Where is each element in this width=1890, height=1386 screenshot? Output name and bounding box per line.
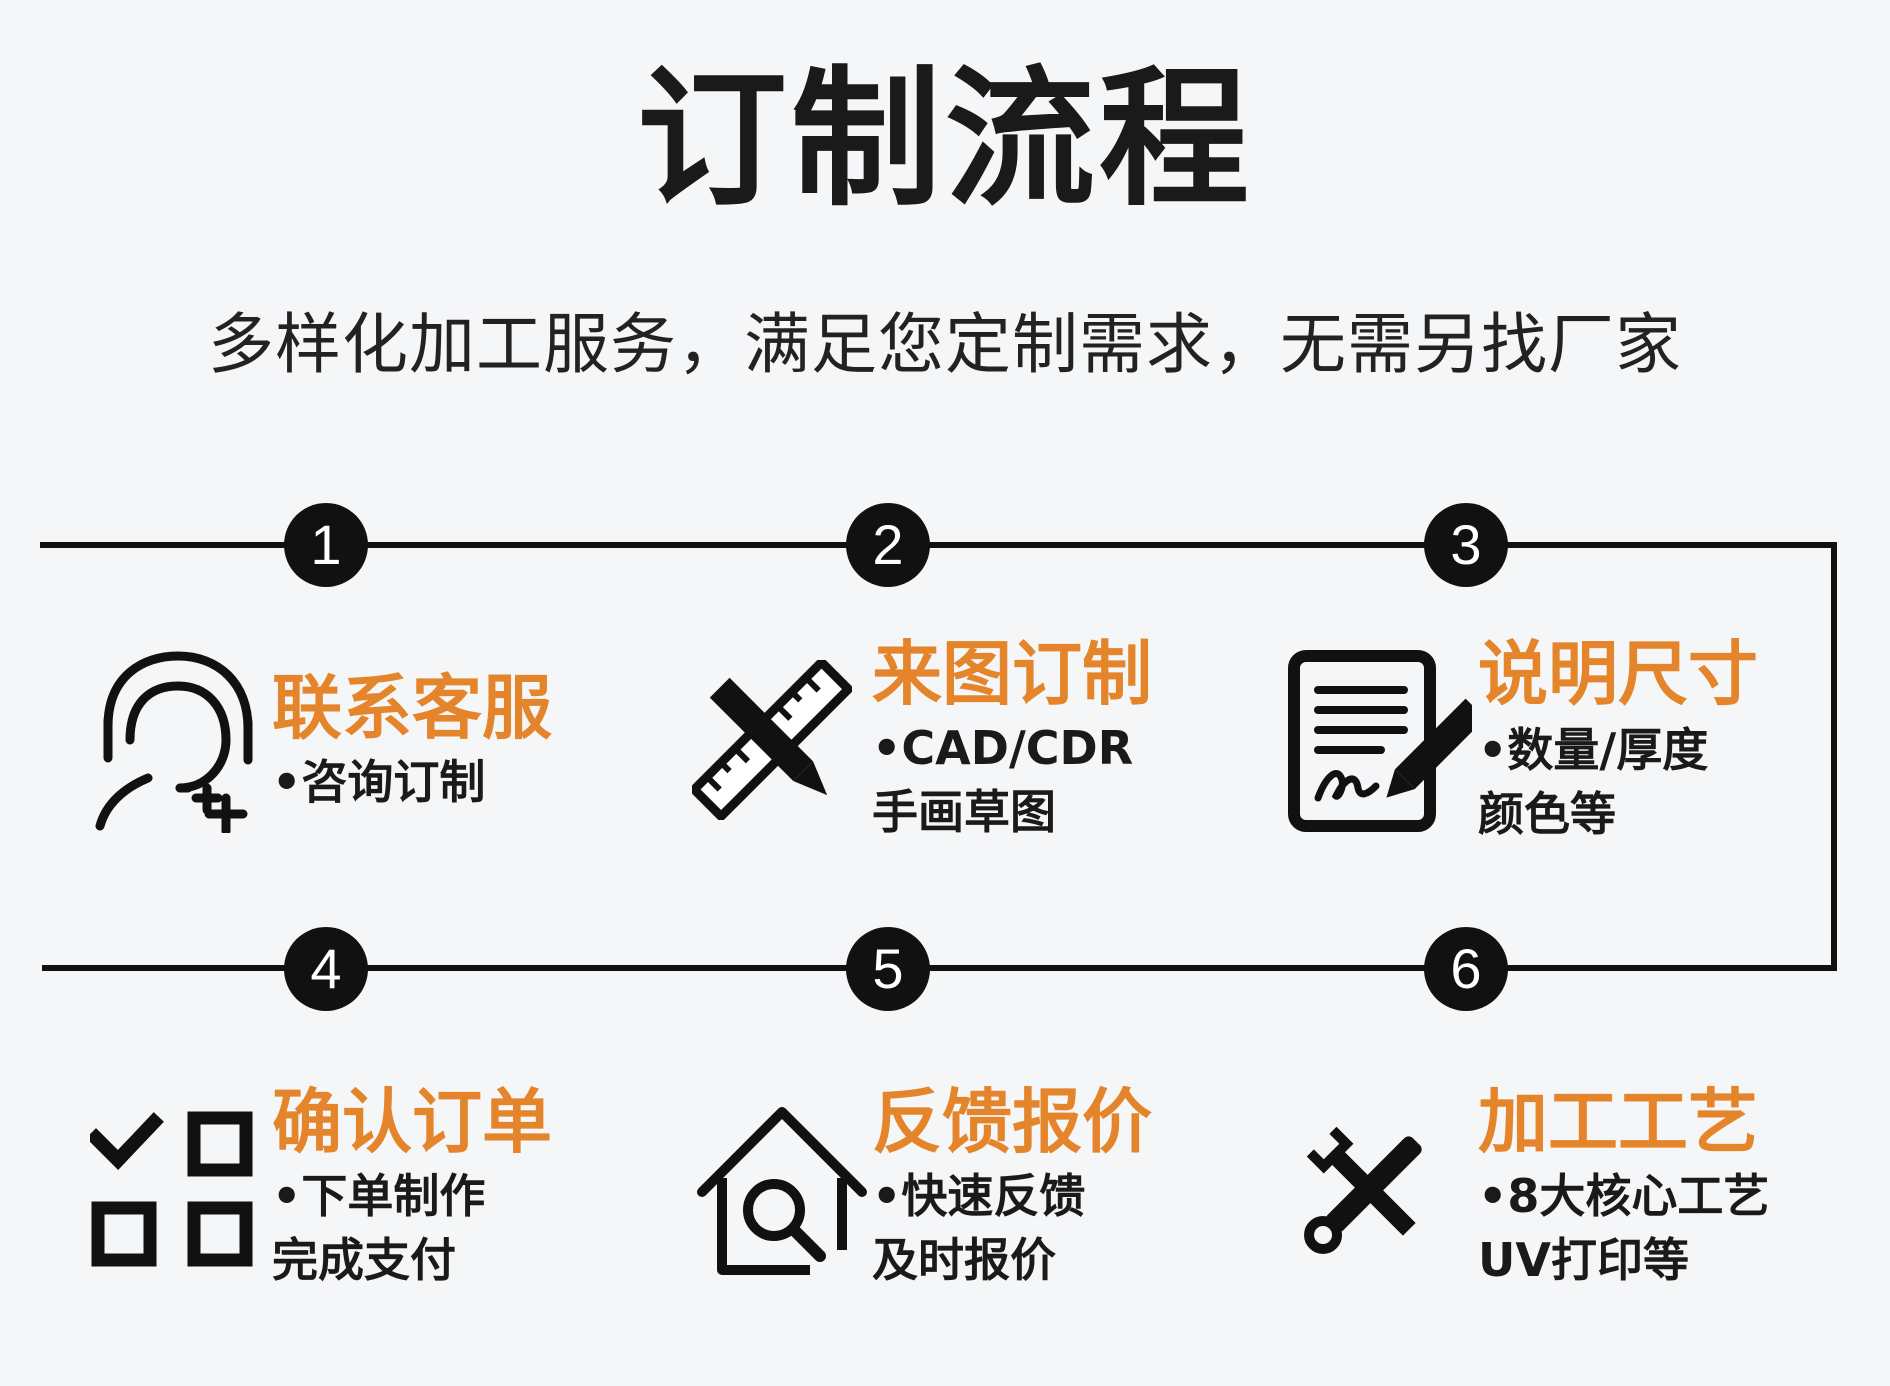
step-5-title: 反馈报价 (872, 1081, 1152, 1163)
step-1-desc: •咨询订制 (272, 750, 485, 814)
page-title: 订制流程 (636, 53, 1253, 227)
step-4-number: 4 (284, 927, 368, 1011)
document-sign-icon (1288, 650, 1472, 832)
step-4-desc-line2: 完成支付 (272, 1233, 456, 1287)
step-2-title: 来图订制 (872, 633, 1152, 715)
step-1-desc-line1: •咨询订制 (272, 755, 486, 809)
step-4-desc-line1: •下单制作 (272, 1169, 486, 1223)
step-4-desc: •下单制作 完成支付 (272, 1164, 485, 1292)
checklist-icon (90, 1111, 253, 1267)
ruler-pencil-icon (692, 660, 852, 820)
step-3-desc-line1: •数量/厚度 (1478, 723, 1709, 777)
step-2-number: 2 (846, 503, 930, 587)
step-4-title: 确认订单 (272, 1081, 552, 1163)
step-1-title: 联系客服 (272, 667, 552, 749)
step-5-desc-line1: •快速反馈 (872, 1169, 1086, 1223)
page-subtitle: 多样化加工服务，满足您定制需求，无需另找厂家 (208, 306, 1682, 383)
step-2-desc: •CAD/CDR 手画草图 (872, 716, 1133, 844)
step-5-number: 5 (846, 927, 930, 1011)
step-6-number: 6 (1424, 927, 1508, 1011)
step-1-number: 1 (284, 503, 368, 587)
step-2-desc-line1: •CAD/CDR (872, 721, 1134, 775)
step-6-desc: •8大核心工艺 UV打印等 (1478, 1164, 1769, 1292)
tools-icon (1304, 1126, 1422, 1254)
step-3-desc: •数量/厚度 颜色等 (1478, 718, 1708, 846)
step-6-title: 加工工艺 (1478, 1081, 1758, 1163)
step-6-desc-line1: •8大核心工艺 (1478, 1169, 1770, 1223)
step-3-desc-line2: 颜色等 (1478, 787, 1616, 841)
step-3-title: 说明尺寸 (1478, 633, 1758, 715)
step-5-desc: •快速反馈 及时报价 (872, 1164, 1085, 1292)
step-6-desc-line2: UV打印等 (1478, 1233, 1689, 1287)
house-search-icon (697, 1107, 867, 1275)
step-2-desc-line2: 手画草图 (872, 785, 1056, 839)
step-5-desc-line2: 及时报价 (872, 1233, 1056, 1287)
step-3-number: 3 (1424, 503, 1508, 587)
customer-service-icon (95, 651, 253, 833)
